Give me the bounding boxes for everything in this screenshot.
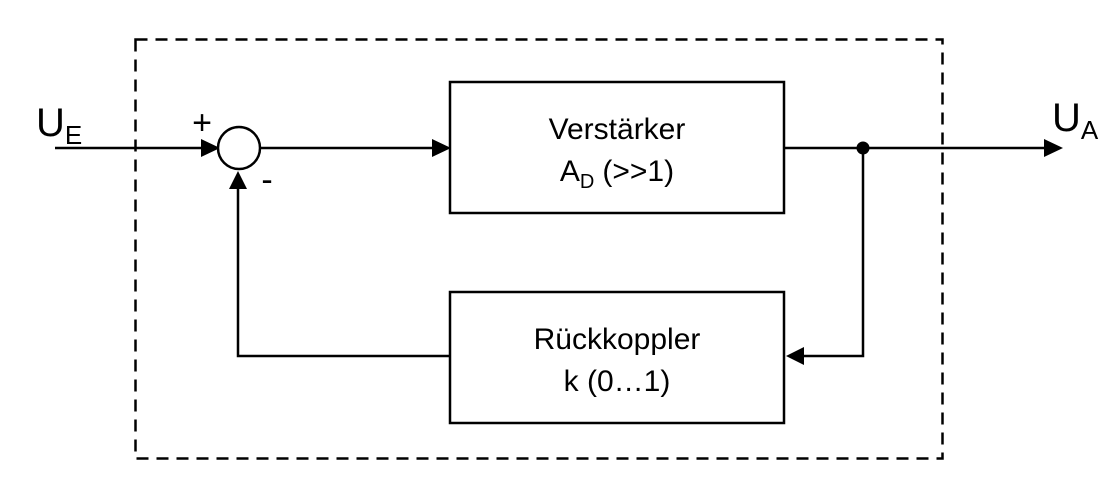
system-boundary-dashed-rect [134,38,944,460]
feedback-block [448,290,786,425]
amplifier-block [448,80,786,215]
input-voltage-label-subscript: E [65,120,82,150]
output-voltage-label-main: U [1052,96,1081,140]
plus-sign-label: + [192,104,212,142]
summing-junction-circle [216,125,262,171]
input-voltage-label: UE [36,101,82,150]
feedback-block-title: Rückkoppler [534,323,701,356]
amplifier-gain-condition: (>>1) [602,155,674,188]
output-voltage-label-subscript: A [1081,115,1099,145]
amplifier-gain-label: AD (>>1) [560,155,674,193]
feedback-tap-line [802,148,865,358]
amplifier-gain-subscript: D [580,171,594,193]
minus-sign-label: - [261,161,272,199]
amplifier-gain-symbol: A [560,155,580,188]
feedback-factor-label: k (0…1) [564,365,671,398]
summing-junction-arrowhead-icon [229,171,247,189]
input-voltage-label-main: U [36,101,65,145]
output-arrowhead-icon [1044,139,1063,157]
output-voltage-label: UA [1052,96,1099,145]
amplifier-block-title: Verstärker [549,113,686,146]
amplifier-input-arrowhead-icon [432,139,451,157]
feedback-return-line [236,189,450,358]
input-arrowhead-icon [201,139,220,157]
feedback-input-arrowhead-icon [786,347,804,365]
